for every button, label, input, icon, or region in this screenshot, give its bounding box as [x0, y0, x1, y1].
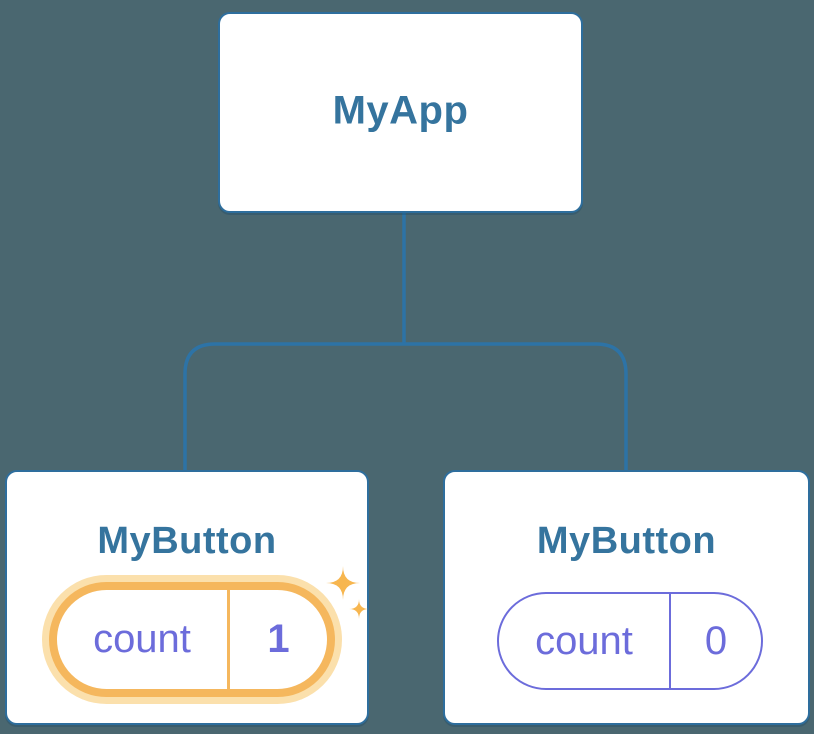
connector-branch	[183, 342, 628, 470]
node-title: MyButton	[536, 520, 717, 562]
node-title: MyButton	[97, 520, 277, 562]
node-title: MyApp	[332, 88, 469, 133]
state-value: 1	[267, 617, 290, 661]
node-mybutton-plain: MyButton count 0	[443, 470, 810, 725]
node-mybutton-highlighted: MyButton count 1	[5, 470, 369, 725]
state-label: count	[535, 618, 633, 663]
node-myapp: MyApp	[218, 12, 583, 213]
state-divider	[227, 590, 230, 689]
state-badge-count: count 1	[49, 582, 335, 697]
state-divider	[669, 594, 671, 688]
state-label: count	[93, 617, 191, 661]
state-badge-count: count 0	[497, 592, 763, 690]
sparkles-icon	[326, 566, 369, 619]
state-value: 0	[704, 618, 728, 663]
